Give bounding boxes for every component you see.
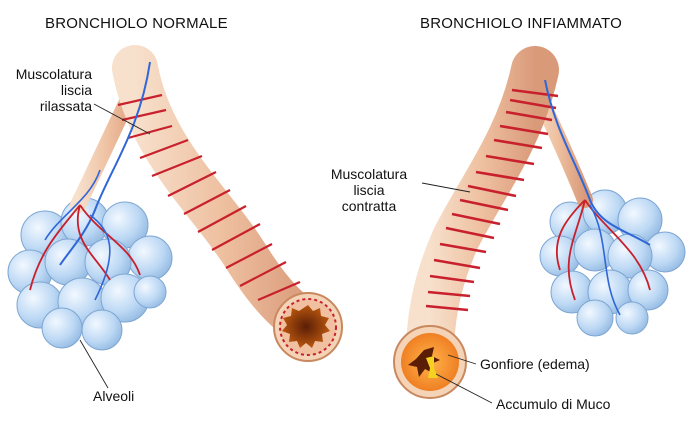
- label-relaxed-line2: liscia: [60, 82, 92, 98]
- leader-lines: [79, 103, 493, 404]
- label-contracted-line2: liscia: [353, 182, 385, 198]
- relaxed-muscle-bands: [117, 93, 301, 302]
- inflamed-bronchiole: [393, 46, 686, 399]
- inflamed-cross-section: [393, 325, 467, 399]
- label-contracted-muscle: Muscolatura liscia contratta: [316, 166, 422, 214]
- normal-bronchiole: [7, 45, 343, 362]
- label-relaxed-muscle: Muscolatura liscia rilassata: [0, 66, 92, 114]
- label-mucus: Accumulo di Muco: [496, 396, 611, 412]
- label-alveoli: Alveoli: [93, 388, 135, 404]
- contracted-muscle-bands: [425, 88, 559, 312]
- title-inflamed: BRONCHIOLO INFIAMMATO: [420, 15, 622, 32]
- label-contracted-line3: contratta: [341, 198, 397, 214]
- title-normal: BRONCHIOLO NORMALE: [45, 15, 228, 32]
- alveoli-cluster-right: [539, 189, 686, 337]
- label-relaxed-line3: rilassata: [39, 98, 92, 114]
- normal-cross-section: [273, 292, 343, 362]
- label-relaxed-line1: Muscolatura: [15, 66, 92, 82]
- label-edema: Gonfiore (edema): [480, 356, 590, 372]
- label-contracted-line1: Muscolatura: [330, 166, 408, 182]
